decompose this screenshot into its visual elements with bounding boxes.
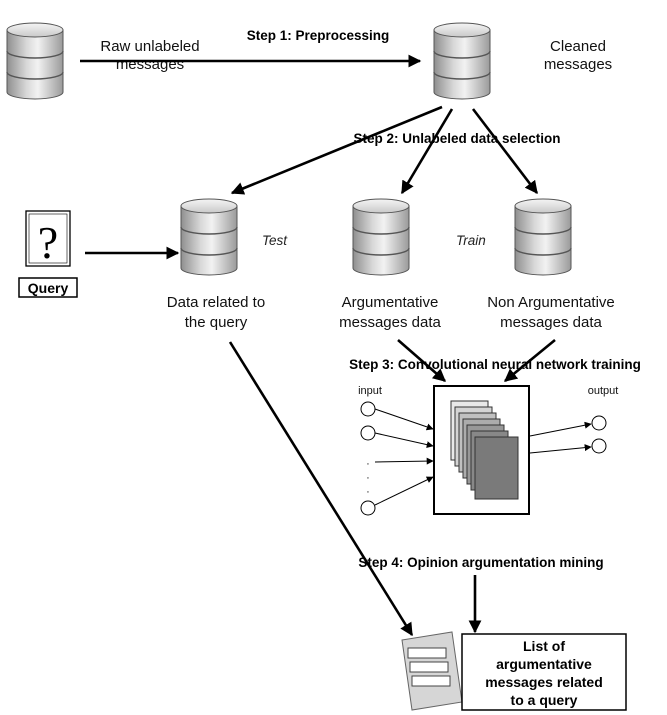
result-box [461, 633, 627, 711]
query-data-label-line1: Data related to [167, 294, 265, 311]
result-line3: messages related [485, 674, 603, 690]
input-edge-3 [374, 457, 434, 465]
step2-arrow-to-query-data [230, 105, 443, 195]
step3-label: Step 3: Convolutional neural network tra… [349, 357, 641, 372]
step3-arrow-from-argumentative [397, 339, 446, 382]
query-data-to-result-arrow [228, 341, 414, 637]
raw-label-line1: Raw unlabeled [100, 38, 199, 55]
argumentative-label-line2: messages data [339, 314, 441, 331]
output-node-1 [591, 415, 607, 431]
result-line1: List of [523, 638, 565, 654]
cleaned-label-line2: messages [544, 56, 612, 73]
train-tag: Train [456, 233, 486, 248]
input-node-1 [360, 401, 376, 417]
non-argumentative-label-line2: messages data [500, 314, 602, 331]
non-argumentative-database-icon [514, 198, 572, 276]
step2-label: Step 2: Unlabeled data selection [353, 131, 560, 146]
step4-label: Step 4: Opinion argumentation mining [358, 555, 603, 570]
non-argumentative-label-line1: Non Argumentative [487, 294, 615, 311]
cleaned-label-line1: Cleaned [550, 38, 606, 55]
cnn-layers-icon [450, 400, 519, 500]
query-question-mark: ? [38, 217, 58, 268]
input-dot-1: · [366, 458, 370, 470]
result-line2: argumentative [496, 656, 592, 672]
result-document-icon [401, 631, 463, 711]
cleaned-messages-database-icon [433, 22, 491, 100]
step3-arrow-from-non-argumentative [503, 338, 556, 383]
query-icon [25, 210, 71, 267]
query-data-database-icon [180, 198, 238, 276]
step1-label: Step 1: Preprocessing [247, 28, 390, 43]
test-tag: Test [262, 233, 288, 248]
step2-arrow-to-non-argumentative [471, 108, 539, 195]
query-label-box [18, 277, 78, 298]
network-input-label: input [358, 385, 382, 397]
input-node-2 [360, 425, 376, 441]
input-edge-4 [374, 476, 434, 506]
output-edge-2 [529, 444, 592, 454]
query-label: Query [28, 280, 69, 296]
output-node-2 [591, 438, 607, 454]
output-edge-1 [529, 421, 592, 437]
input-edge-2 [374, 432, 434, 449]
input-dot-2: · [366, 472, 370, 484]
query-data-label-line2: the query [185, 314, 248, 331]
input-edge-1 [374, 408, 434, 431]
step2-arrow-to-argumentative [400, 108, 454, 195]
argumentative-database-icon [352, 198, 410, 276]
result-line4: to a query [511, 692, 578, 708]
input-dot-3: · [366, 486, 370, 498]
raw-messages-database-icon [6, 22, 64, 100]
argumentative-label-line1: Argumentative [342, 294, 439, 311]
network-output-label: output [588, 385, 619, 397]
input-node-3 [360, 500, 376, 516]
raw-label-line2: messages [116, 56, 184, 73]
